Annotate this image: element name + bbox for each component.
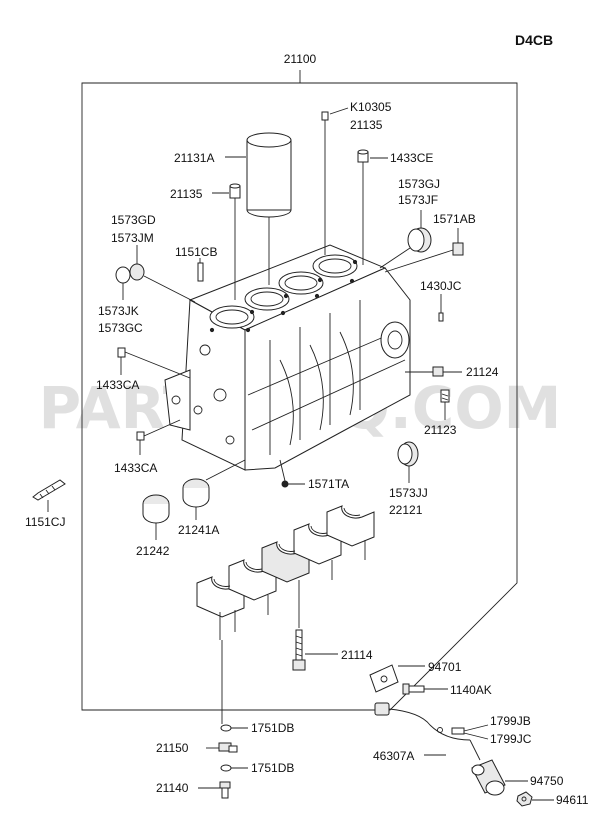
cylinder-liner[interactable] — [246, 132, 292, 285]
label-21135[interactable]: 21135 — [170, 187, 203, 201]
label-94750[interactable]: 94750 — [530, 774, 564, 788]
label-1573gd[interactable]: 1573GD — [111, 213, 156, 227]
washer-1751db-lower[interactable] — [220, 764, 248, 772]
label-21241a[interactable]: 21241A — [178, 523, 219, 537]
label-21140[interactable]: 21140 — [156, 781, 189, 795]
washer-1751db-upper[interactable] — [220, 640, 248, 732]
leader-lines — [440, 294, 442, 300]
label-21131a[interactable]: 21131A — [174, 151, 214, 165]
thrust-bearing-21241a[interactable] — [182, 459, 246, 520]
label-1799jc[interactable]: 1799JC — [490, 732, 532, 746]
engine-code: D4CB — [515, 32, 553, 48]
dowel-1151cb[interactable] — [197, 258, 204, 282]
bolt-1140ak[interactable] — [402, 683, 448, 695]
label-1799jb[interactable]: 1799JB — [490, 714, 531, 728]
nut-94611[interactable] — [516, 791, 554, 807]
dowel-1151cj[interactable] — [32, 479, 66, 512]
label-1430jc[interactable]: 1430JC — [420, 279, 462, 293]
label-21135-top[interactable]: 21135 — [350, 118, 383, 132]
bracket-94701[interactable] — [369, 664, 425, 693]
plug-21124[interactable] — [405, 366, 462, 377]
label-1573jj[interactable]: 1573JJ — [389, 486, 428, 500]
bolt-21123[interactable] — [440, 389, 450, 420]
plug-1433ca-lower[interactable] — [136, 419, 181, 455]
label-1433ca-lower[interactable]: 1433CA — [114, 461, 157, 475]
label-1751db-upper[interactable]: 1751DB — [251, 721, 294, 735]
plug-1571ab[interactable] — [384, 228, 464, 273]
label-1571ab[interactable]: 1571AB — [433, 212, 476, 226]
sensor-46307a[interactable] — [374, 702, 489, 761]
label-94701[interactable]: 94701 — [428, 660, 462, 674]
label-1573gc[interactable]: 1573GC — [98, 321, 143, 335]
label-21150[interactable]: 21150 — [156, 741, 189, 755]
label-1140ak[interactable]: 1140AK — [450, 683, 492, 697]
cap-bolt-21114[interactable] — [292, 629, 338, 671]
assembly-frame — [81, 70, 518, 711]
assembly-label[interactable]: 21100 — [284, 52, 317, 66]
label-46307a[interactable]: 46307A — [373, 749, 414, 763]
label-21242[interactable]: 21242 — [136, 544, 170, 558]
cylinder-block[interactable] — [164, 244, 411, 471]
label-21114[interactable]: 21114 — [341, 648, 373, 662]
label-1433ca-upper[interactable]: 1433CA — [96, 378, 139, 392]
label-21124[interactable]: 21124 — [466, 365, 499, 379]
label-22121[interactable]: 22121 — [389, 503, 423, 517]
label-1571ta[interactable]: 1571TA — [308, 477, 349, 491]
label-94611[interactable]: 94611 — [556, 793, 589, 807]
drain-plug-21150[interactable] — [206, 742, 238, 753]
thrust-bearing-21242[interactable] — [142, 494, 170, 540]
label-1573gj[interactable]: 1573GJ — [398, 177, 440, 191]
label-1751db-lower[interactable]: 1751DB — [251, 761, 294, 775]
plug-1433ce[interactable] — [357, 149, 388, 265]
pin-1430jc[interactable] — [438, 300, 444, 322]
rear-seal-1573jj[interactable] — [397, 441, 419, 483]
label-1573jf[interactable]: 1573JF — [398, 193, 438, 207]
label-1433ce[interactable]: 1433CE — [390, 151, 433, 165]
plug-21135[interactable] — [212, 183, 241, 300]
plug-21140[interactable] — [198, 781, 231, 799]
label-21123[interactable]: 21123 — [424, 423, 457, 437]
main-bearing-caps[interactable] — [196, 505, 375, 640]
seal-cap-1573gj[interactable] — [379, 210, 432, 269]
label-k10305[interactable]: K10305 — [350, 100, 392, 114]
plug-k10305[interactable] — [321, 107, 349, 255]
plug-1433ca-upper[interactable] — [117, 347, 191, 379]
sensor-94750[interactable] — [471, 759, 528, 796]
label-1573jk[interactable]: 1573JK — [98, 304, 139, 318]
seal-cap-1573gd[interactable] — [115, 245, 196, 303]
label-1573jm[interactable]: 1573JM — [111, 231, 154, 245]
label-1151cb[interactable]: 1151CB — [175, 245, 217, 259]
plug-1571ta[interactable] — [279, 459, 305, 488]
label-1151cj[interactable]: 1151CJ — [25, 515, 65, 529]
